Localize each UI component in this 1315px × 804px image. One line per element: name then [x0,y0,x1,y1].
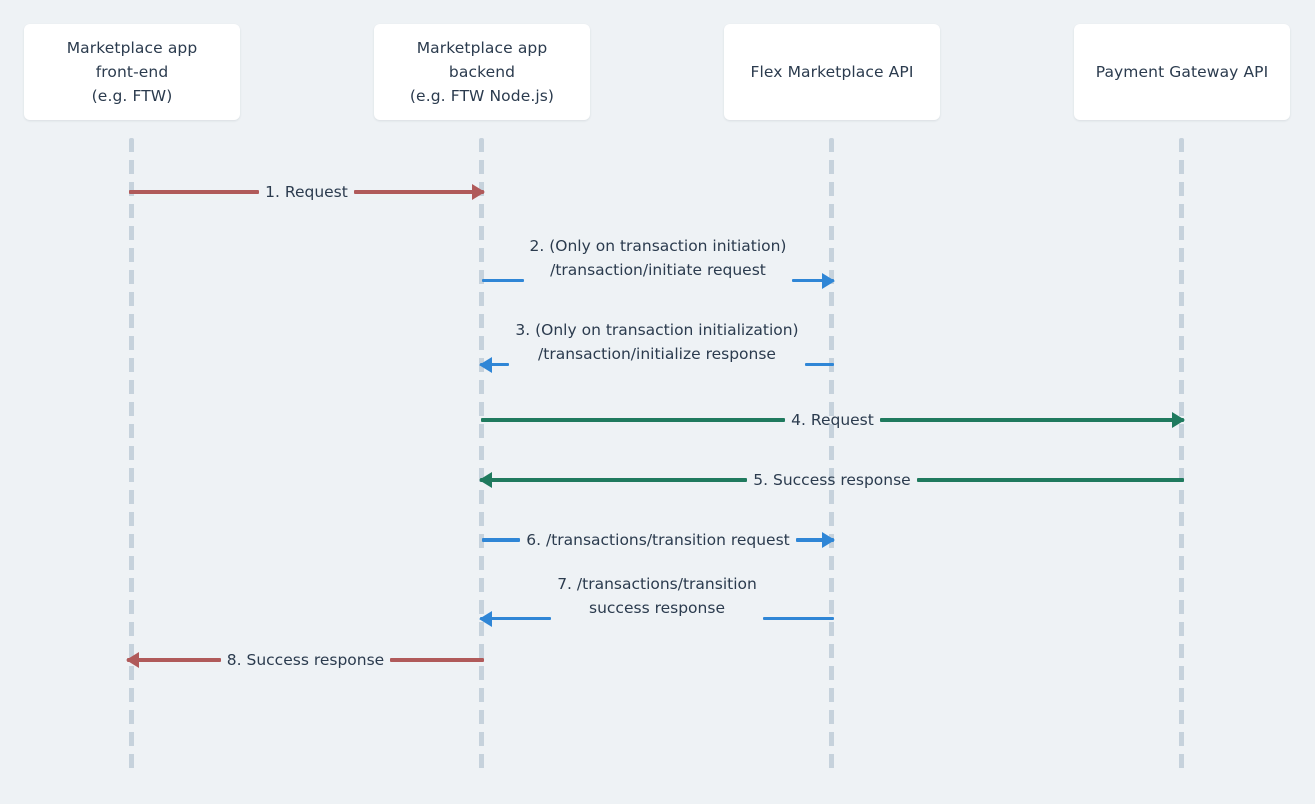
message-5-label: 5. Success response [753,471,911,489]
arrowhead-right-icon [822,532,835,548]
participant-box-flex-marketplace-api[interactable]: Flex Marketplace API [724,24,940,120]
message-8[interactable]: 8. Success response [126,638,484,682]
message-1[interactable]: 1. Request [129,170,485,214]
participant-box-payment-gateway-api[interactable]: Payment Gateway API [1074,24,1290,120]
message-4[interactable]: 4. Request [481,398,1185,442]
message-2[interactable]: 2. (Only on transaction initiation) /tra… [482,234,835,290]
message-8-label: 8. Success response [226,651,385,669]
message-8-line-left [126,638,221,682]
message-3-line-left [479,318,510,374]
message-6-line-left [482,518,521,562]
message-5-line-left [479,458,748,502]
participant-label-frontend: Marketplace app front-end (e.g. FTW) [66,39,198,105]
message-2-line-left [482,234,524,290]
message-2-line-right [792,234,835,290]
participant-label-flex-marketplace-api: Flex Marketplace API [750,63,914,81]
message-4-label: 4. Request [791,411,874,429]
message-4-line-left [481,398,786,442]
arrowhead-right-icon [1172,412,1185,428]
arrowhead-left-icon [479,356,492,373]
message-1-line-left [129,170,260,214]
participant-box-frontend[interactable]: Marketplace app front-end (e.g. FTW) [24,24,240,120]
message-1-label: 1. Request [265,183,348,201]
participant-label-payment-gateway-api: Payment Gateway API [1095,63,1269,81]
message-3-line-right [804,318,834,374]
message-1-line-right [353,170,485,214]
message-6-line-right [795,518,835,562]
message-6[interactable]: 6. /transactions/transition request [482,518,835,562]
message-5[interactable]: 5. Success response [479,458,1184,502]
lifeline-frontend [129,138,134,776]
lifeline-backend [479,138,484,776]
message-8-line-right [390,638,484,682]
message-7[interactable]: 7. /transactions/transition success resp… [479,572,835,628]
lifeline-flex-marketplace-api [829,138,834,776]
message-3[interactable]: 3. (Only on transaction initialization) … [479,318,834,374]
arrowhead-right-icon [822,272,835,289]
arrowhead-left-icon [479,610,492,627]
arrowhead-left-icon [479,472,492,488]
arrowhead-right-icon [472,184,485,200]
participant-label-backend: Marketplace app backend (e.g. FTW Node.j… [409,39,555,105]
arrowhead-left-icon [126,652,139,668]
message-2-label: 2. (Only on transaction initiation) /tra… [529,237,787,279]
message-6-label: 6. /transactions/transition request [526,531,790,549]
message-3-label: 3. (Only on transaction initialization) … [515,321,799,363]
message-7-line-right [762,572,835,628]
message-7-line-left [479,572,552,628]
message-7-label: 7. /transactions/transition success resp… [557,575,757,617]
message-4-line-right [879,398,1185,442]
participant-box-backend[interactable]: Marketplace app backend (e.g. FTW Node.j… [374,24,590,120]
message-5-line-right [916,458,1184,502]
lifeline-payment-gateway-api [1179,138,1184,776]
